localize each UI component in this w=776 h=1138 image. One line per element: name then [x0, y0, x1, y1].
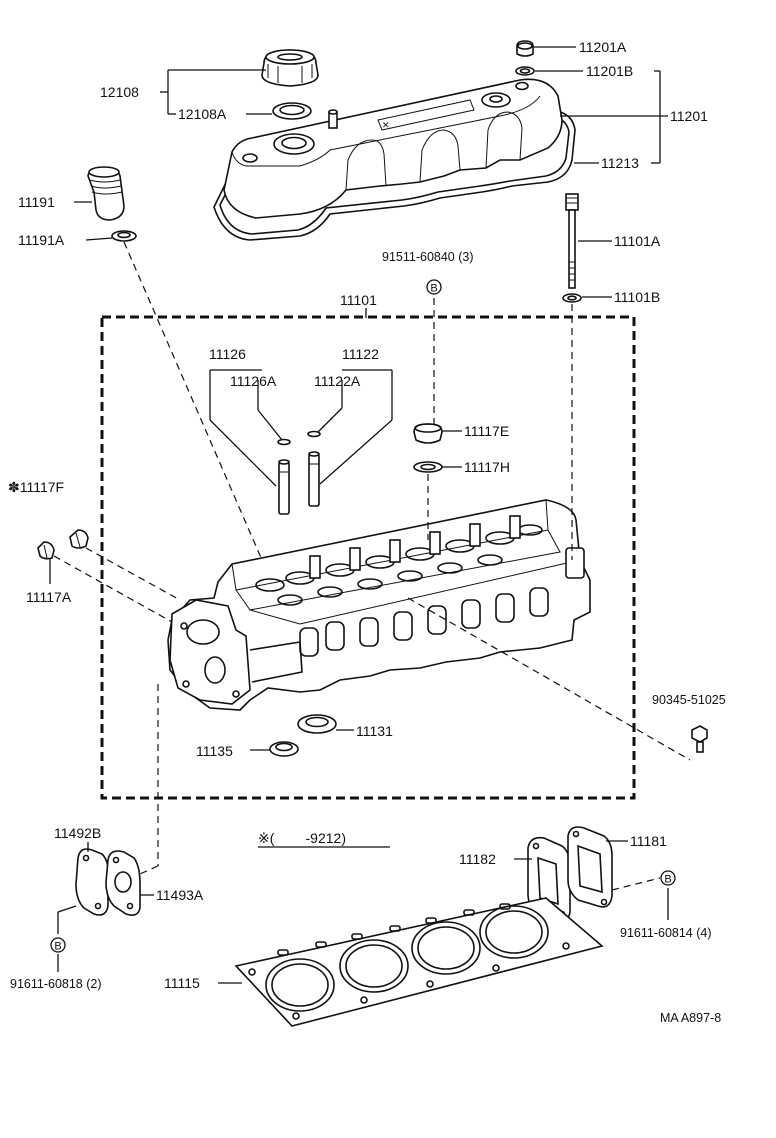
exhaust-guide-snap-ring-part[interactable]	[307, 430, 321, 438]
label-11117F: ✽11117F	[8, 479, 64, 495]
label-12108: 12108	[100, 84, 139, 100]
label-90345-51025: 90345-51025	[652, 693, 726, 707]
label-12108A: 12108A	[178, 106, 227, 122]
label-91611-60814: 91611-60814 (4)	[620, 926, 712, 940]
camshaft-oil-seal-part[interactable]	[297, 714, 337, 734]
marker-b-left-text: B	[54, 941, 61, 953]
manifold-gasket-part[interactable]	[75, 848, 110, 916]
label-11201: 11201	[670, 108, 708, 124]
label-11117A: 11117A	[26, 589, 72, 605]
label-11122A: 11122A	[314, 373, 361, 389]
label-11201B: 11201B	[586, 63, 633, 79]
marker-b-right: B	[660, 870, 676, 886]
tapered-screw-plug-part[interactable]	[69, 529, 89, 549]
cylinder-head-cover-plate-part[interactable]	[105, 850, 141, 916]
label-11101: 11101	[340, 292, 377, 308]
cover-emboss-mark: ✕	[382, 120, 390, 130]
label-11101A: 11101A	[614, 233, 661, 249]
grommet-ring-part[interactable]	[111, 230, 137, 242]
filler-cap-gasket-part[interactable]	[272, 102, 312, 120]
marker-b-top: B	[426, 279, 442, 295]
label-11126A: 11126A	[230, 373, 277, 389]
cylinder-head-part[interactable]	[167, 499, 591, 711]
diagram-reference-code: MA A897-8	[660, 1011, 721, 1025]
label-11131: 11131	[356, 723, 393, 739]
label-11135: 11135	[196, 743, 233, 759]
label-11122: 11122	[342, 346, 379, 362]
label-11115: 11115	[164, 975, 200, 991]
plug-gasket-part[interactable]	[413, 461, 443, 473]
cylinder-head-cover-gasket-part[interactable]	[213, 109, 576, 241]
intake-guide-snap-ring-part[interactable]	[277, 438, 291, 446]
cylinder-head-stud-part[interactable]	[565, 193, 579, 289]
label-11117E: 11117E	[464, 423, 509, 439]
label-11182: 11182	[459, 851, 496, 867]
label-11117H: 11117H	[464, 459, 510, 475]
leader-lines	[49, 46, 669, 984]
cover-seal-washer-part[interactable]	[515, 66, 535, 76]
label-11191A: 11191A	[18, 232, 65, 248]
label-11493A: 11493A	[156, 887, 204, 903]
marker-b-left: B	[50, 937, 66, 953]
label-11101B: 11101B	[614, 289, 660, 305]
cover-nut-part[interactable]	[516, 40, 534, 57]
distributor-oil-seal-part[interactable]	[269, 741, 299, 757]
assembly-dash-lines	[53, 241, 691, 891]
cylinder-head-gasket-part[interactable]	[234, 897, 604, 1027]
cylinder-head-cover-part[interactable]: ✕	[223, 78, 563, 219]
intake-valve-guide-part[interactable]	[278, 459, 290, 515]
label-91611-60818: 91611-60818 (2)	[10, 977, 102, 991]
ventilation-grommet-part[interactable]	[87, 166, 125, 221]
label-11181: 11181	[630, 833, 667, 849]
head-plug-part[interactable]	[37, 541, 55, 560]
exhaust-valve-guide-part[interactable]	[308, 451, 320, 507]
label-11191: 11191	[18, 194, 55, 210]
applicability-note: ※( -9212)	[258, 830, 346, 846]
tight-plug-part[interactable]	[691, 725, 708, 753]
label-11213: 11213	[601, 155, 639, 171]
marker-b-top-text: B	[430, 283, 437, 295]
marker-b-right-text: B	[664, 874, 671, 886]
distributor-cover-plate-part[interactable]	[567, 826, 613, 908]
cylinder-head-plug-part[interactable]	[413, 423, 443, 444]
stud-washer-part[interactable]	[562, 293, 582, 303]
label-11126: 11126	[209, 346, 246, 362]
oil-filler-cap-part[interactable]	[261, 49, 319, 87]
label-11201A: 11201A	[579, 39, 627, 55]
label-11492B: 11492B	[54, 825, 101, 841]
label-91511-60840: 91511-60840 (3)	[382, 250, 474, 264]
